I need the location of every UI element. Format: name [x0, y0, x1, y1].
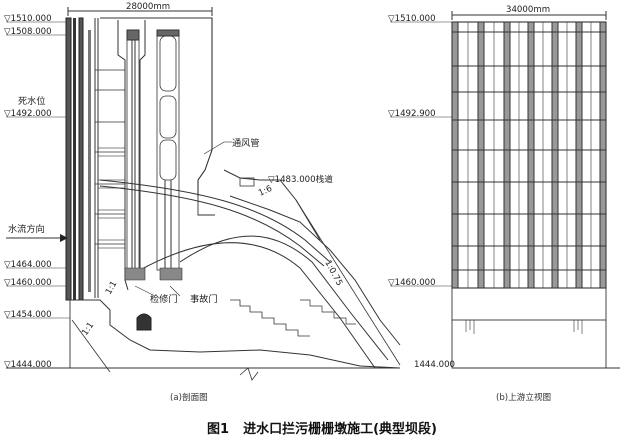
trash-rack-bars [65, 17, 99, 301]
slope-1-6: 1:6 [257, 184, 274, 199]
upstream-caption: (b)上游立视图 [496, 391, 551, 403]
elev-1464: ▽1464.000 [4, 260, 52, 270]
elev-1460-right: ▽1460.000 [388, 278, 436, 288]
figure-number: 图1 [207, 422, 230, 437]
right-width-label: 34000mm [506, 5, 550, 15]
dead-water-level-label: 死水位 [18, 95, 46, 107]
gate-shafts [126, 29, 180, 271]
elev-1454: ▽1454.000 [4, 310, 52, 320]
elev-1510-right: ▽1510.000 [388, 14, 436, 24]
figure-caption: 图1 进水口拦污栅栅墩施工(典型坝段) [0, 418, 644, 437]
emergency-gate-label: 事故门 [190, 293, 218, 305]
elev-1492-900: ▽1492.900 [388, 109, 436, 119]
elev-1444-left: ▽1444.000 [4, 360, 52, 370]
left-width-label: 28000mm [126, 2, 170, 12]
elev-1508: ▽1508.000 [4, 27, 52, 37]
maintenance-gate-label: 检修门 [150, 293, 178, 305]
section-view [6, 7, 401, 381]
elev-1444-bottom: 1444.000 [414, 360, 455, 370]
vent-pipe-label: 通风管 [232, 137, 260, 149]
elev-1492: ▽1492.000 [4, 109, 52, 119]
elev-1460-left: ▽1460.000 [4, 278, 52, 288]
upstream-elevation-view [390, 11, 620, 369]
slope-1-1-a: 1:1 [104, 280, 120, 297]
trestle-label: ▽1483.000栈道 [268, 173, 333, 185]
intake-conduit [99, 179, 401, 369]
section-caption: (a)剖面图 [170, 391, 208, 403]
maintenance-gate-opening [136, 313, 152, 331]
rack-beams [452, 31, 606, 271]
figure-title: 进水口拦污栅栅墩施工(典型坝段) [243, 422, 437, 437]
beam-ties [95, 69, 126, 249]
rack-piers [451, 21, 607, 289]
flow-direction-label: 水流方向 [8, 223, 45, 235]
pier-outline [100, 17, 213, 196]
elev-1510-left: ▽1510.000 [4, 14, 52, 24]
